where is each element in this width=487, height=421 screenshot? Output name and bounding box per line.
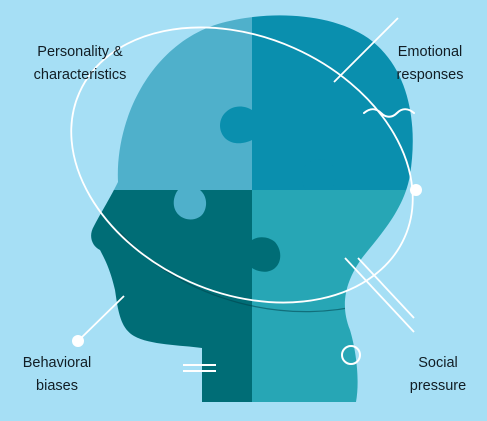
quadrant-top-right — [252, 15, 413, 190]
label-emotional-line1: Emotional — [397, 44, 463, 60]
label-behavioral: Behavioral biases — [8, 352, 106, 398]
label-behavioral-line1: Behavioral — [22, 355, 92, 371]
diagonal-line-2 — [357, 257, 415, 319]
connector-dot-right — [410, 184, 422, 196]
label-emotional-line2: responses — [396, 67, 464, 83]
puzzle-knob-left — [173, 190, 207, 220]
label-emotional: Emotional responses — [380, 41, 480, 87]
label-social-line1: Social — [418, 355, 458, 371]
label-social: Social pressure — [395, 352, 481, 398]
label-personality-line1: Personality & — [37, 44, 123, 60]
puzzle-knob-bottom — [252, 237, 281, 272]
label-social-line2: pressure — [409, 378, 467, 394]
orbit-ellipse — [70, 26, 414, 304]
connector-dot-left — [72, 335, 84, 347]
label-personality: Personality & characteristics — [12, 41, 148, 87]
ring-marker — [341, 345, 361, 365]
connector-line-bottom-left — [77, 295, 125, 342]
puzzle-knob-top — [220, 106, 252, 144]
puzzle-knob-right — [301, 159, 336, 190]
squiggle — [363, 108, 415, 118]
connector-line-top-right — [333, 17, 399, 83]
label-personality-line2: characteristics — [33, 67, 127, 83]
diagonal-line-1 — [344, 257, 415, 333]
label-behavioral-line2: biases — [36, 378, 78, 394]
